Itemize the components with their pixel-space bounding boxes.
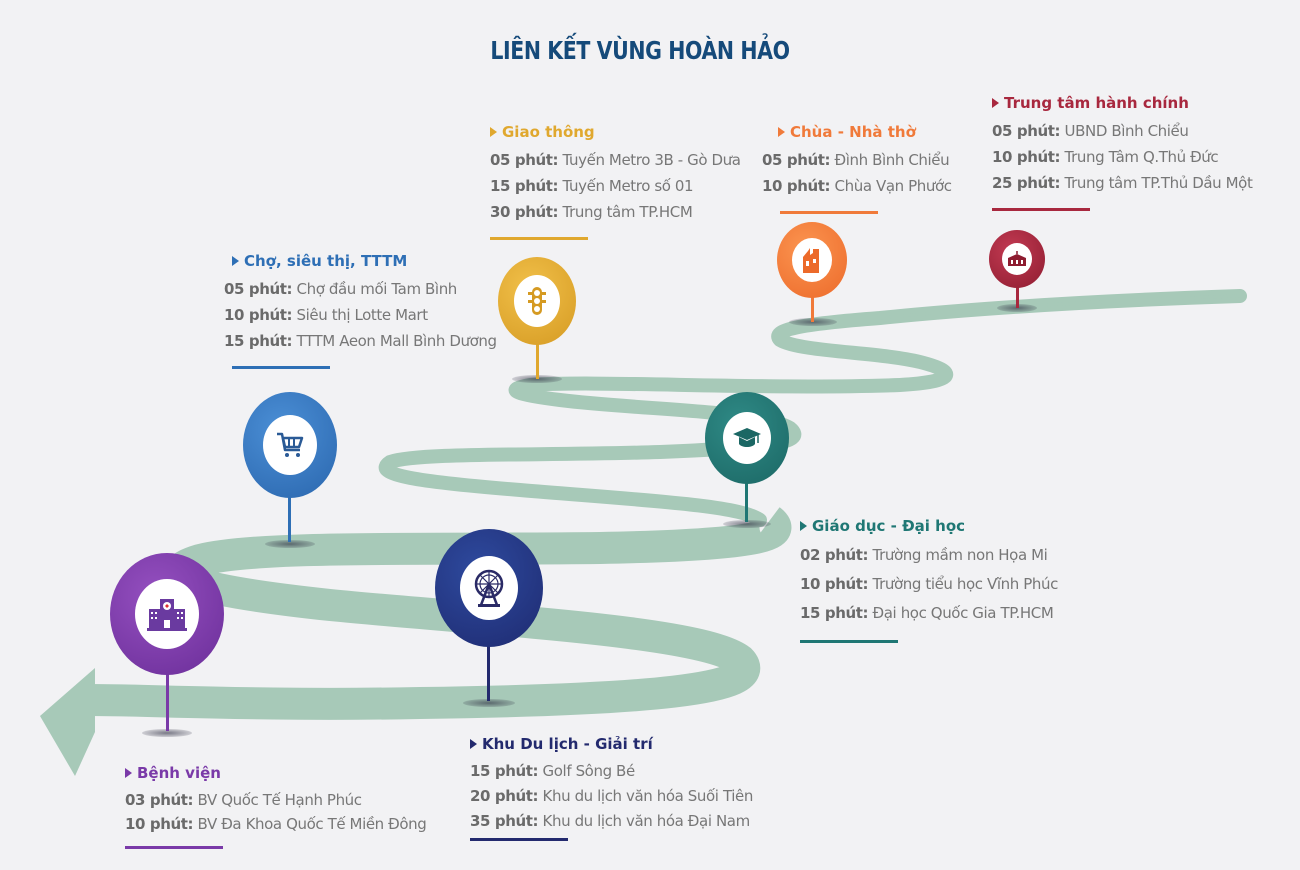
info-block-benh-vien: Bệnh viện 03 phút: BV Quốc Tế Hạnh Phúc … (125, 764, 427, 849)
list-item: 15 phút: Đại học Quốc Gia TP.HCM (800, 604, 1054, 622)
graduation-cap-icon (733, 428, 761, 447)
info-block-giao-duc: Giáo dục - Đại học 02 phút: Trường mầm n… (800, 517, 1058, 643)
list-item: 05 phút: Đình Bình Chiểu (762, 151, 950, 169)
list-item: 03 phút: BV Quốc Tế Hạnh Phúc (125, 791, 362, 809)
triangle-bullet-icon (490, 127, 497, 137)
list-item: 02 phút: Trường mầm non Họa Mi (800, 546, 1048, 564)
list-item: 35 phút: Khu du lịch văn hóa Đại Nam (470, 812, 750, 830)
triangle-bullet-icon (800, 521, 807, 531)
list-item: 15 phút: Golf Sông Bé (470, 762, 635, 780)
divider (470, 838, 568, 841)
divider (780, 211, 878, 214)
hospital-icon (147, 599, 187, 631)
divider (125, 846, 223, 849)
list-item: 10 phút: Trung Tâm Q.Thủ Đức (992, 148, 1219, 166)
info-block-chua-nha-tho: Chùa - Nhà thờ 05 phút: Đình Bình Chiểu … (762, 123, 952, 214)
traffic-light-icon (528, 287, 546, 315)
list-item: 05 phút: UBND Bình Chiểu (992, 122, 1189, 140)
divider (232, 366, 330, 369)
list-item: 15 phút: TTTM Aeon Mall Bình Dương (224, 332, 497, 350)
category-heading: Giáo dục - Đại học (812, 517, 966, 535)
list-item: 20 phút: Khu du lịch văn hóa Suối Tiên (470, 787, 753, 805)
list-item: 05 phút: Tuyến Metro 3B - Gò Dưa (490, 151, 741, 169)
triangle-bullet-icon (778, 127, 785, 137)
list-item: 15 phút: Tuyến Metro số 01 (490, 177, 694, 195)
page-title: LIÊN KẾT VÙNG HOÀN HẢO (490, 36, 790, 65)
category-heading: Trung tâm hành chính (1004, 94, 1189, 112)
info-block-trung-tam-hanh-chinh: Trung tâm hành chính 05 phút: UBND Bình … (992, 94, 1253, 211)
triangle-bullet-icon (470, 739, 477, 749)
list-item: 05 phút: Chợ đầu mối Tam Bình (224, 280, 457, 298)
government-building-icon (1008, 251, 1026, 266)
triangle-bullet-icon (992, 98, 999, 108)
category-heading: Chùa - Nhà thờ (790, 123, 916, 141)
list-item: 10 phút: Siêu thị Lotte Mart (224, 306, 428, 324)
info-block-cho-sieu-thi: Chợ, siêu thị, TTTM 05 phút: Chợ đầu mối… (224, 252, 497, 369)
list-item: 10 phút: Trường tiểu học Vĩnh Phúc (800, 575, 1058, 593)
shopping-cart-icon (277, 432, 304, 457)
triangle-bullet-icon (125, 768, 132, 778)
category-heading: Chợ, siêu thị, TTTM (244, 252, 408, 270)
divider (490, 237, 588, 240)
category-heading: Bệnh viện (137, 764, 221, 782)
divider (800, 640, 898, 643)
list-item: 10 phút: Chùa Vạn Phước (762, 177, 952, 195)
list-item: 25 phút: Trung tâm TP.Thủ Dầu Một (992, 174, 1253, 192)
ferris-wheel-icon (474, 569, 504, 607)
list-item: 30 phút: Trung tâm TP.HCM (490, 203, 693, 221)
church-icon (803, 248, 819, 273)
category-heading: Khu Du lịch - Giải trí (482, 735, 653, 753)
divider (992, 208, 1090, 211)
info-block-du-lich: Khu Du lịch - Giải trí 15 phút: Golf Sôn… (470, 735, 753, 841)
category-heading: Giao thông (502, 123, 595, 141)
list-item: 10 phút: BV Đa Khoa Quốc Tế Miền Đông (125, 815, 427, 833)
triangle-bullet-icon (232, 256, 239, 266)
info-block-giao-thong: Giao thông 05 phút: Tuyến Metro 3B - Gò … (490, 123, 741, 240)
